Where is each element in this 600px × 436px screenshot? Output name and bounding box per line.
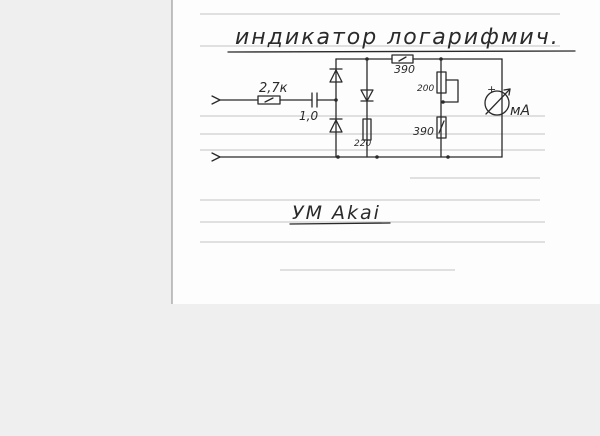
diode-up: [329, 68, 343, 83]
label-meter-unit: мА: [510, 103, 530, 119]
label-220: 220: [354, 139, 371, 149]
note-underline: [289, 222, 391, 225]
trimmer-200: [436, 71, 447, 94]
label-390-lower: 390: [413, 125, 434, 138]
title-underline: [227, 50, 576, 53]
bleed-through-text: [200, 13, 560, 271]
schematic-title: индикатор логарифмич.: [235, 25, 560, 50]
circuit: [211, 54, 511, 162]
label-capacitor: 1,0: [299, 109, 318, 123]
amplifier-note: УМ Akai: [292, 202, 381, 224]
resistor-390-lower: [436, 116, 447, 139]
milliammeter: [484, 90, 510, 116]
trimmer-wiper: [442, 79, 459, 103]
label-meter-plus: +: [487, 83, 496, 96]
meter-needle: [485, 88, 511, 115]
label-2k7: 2,7к: [259, 81, 288, 96]
label-390-top: 390: [394, 63, 415, 76]
resistor-220: [362, 118, 372, 141]
component-labels: 2,7к 1,0 390 200 390 220 + мА: [259, 63, 530, 149]
label-trimmer: 200: [417, 84, 434, 94]
diode-lower: [329, 118, 343, 133]
diode-down: [360, 89, 374, 102]
